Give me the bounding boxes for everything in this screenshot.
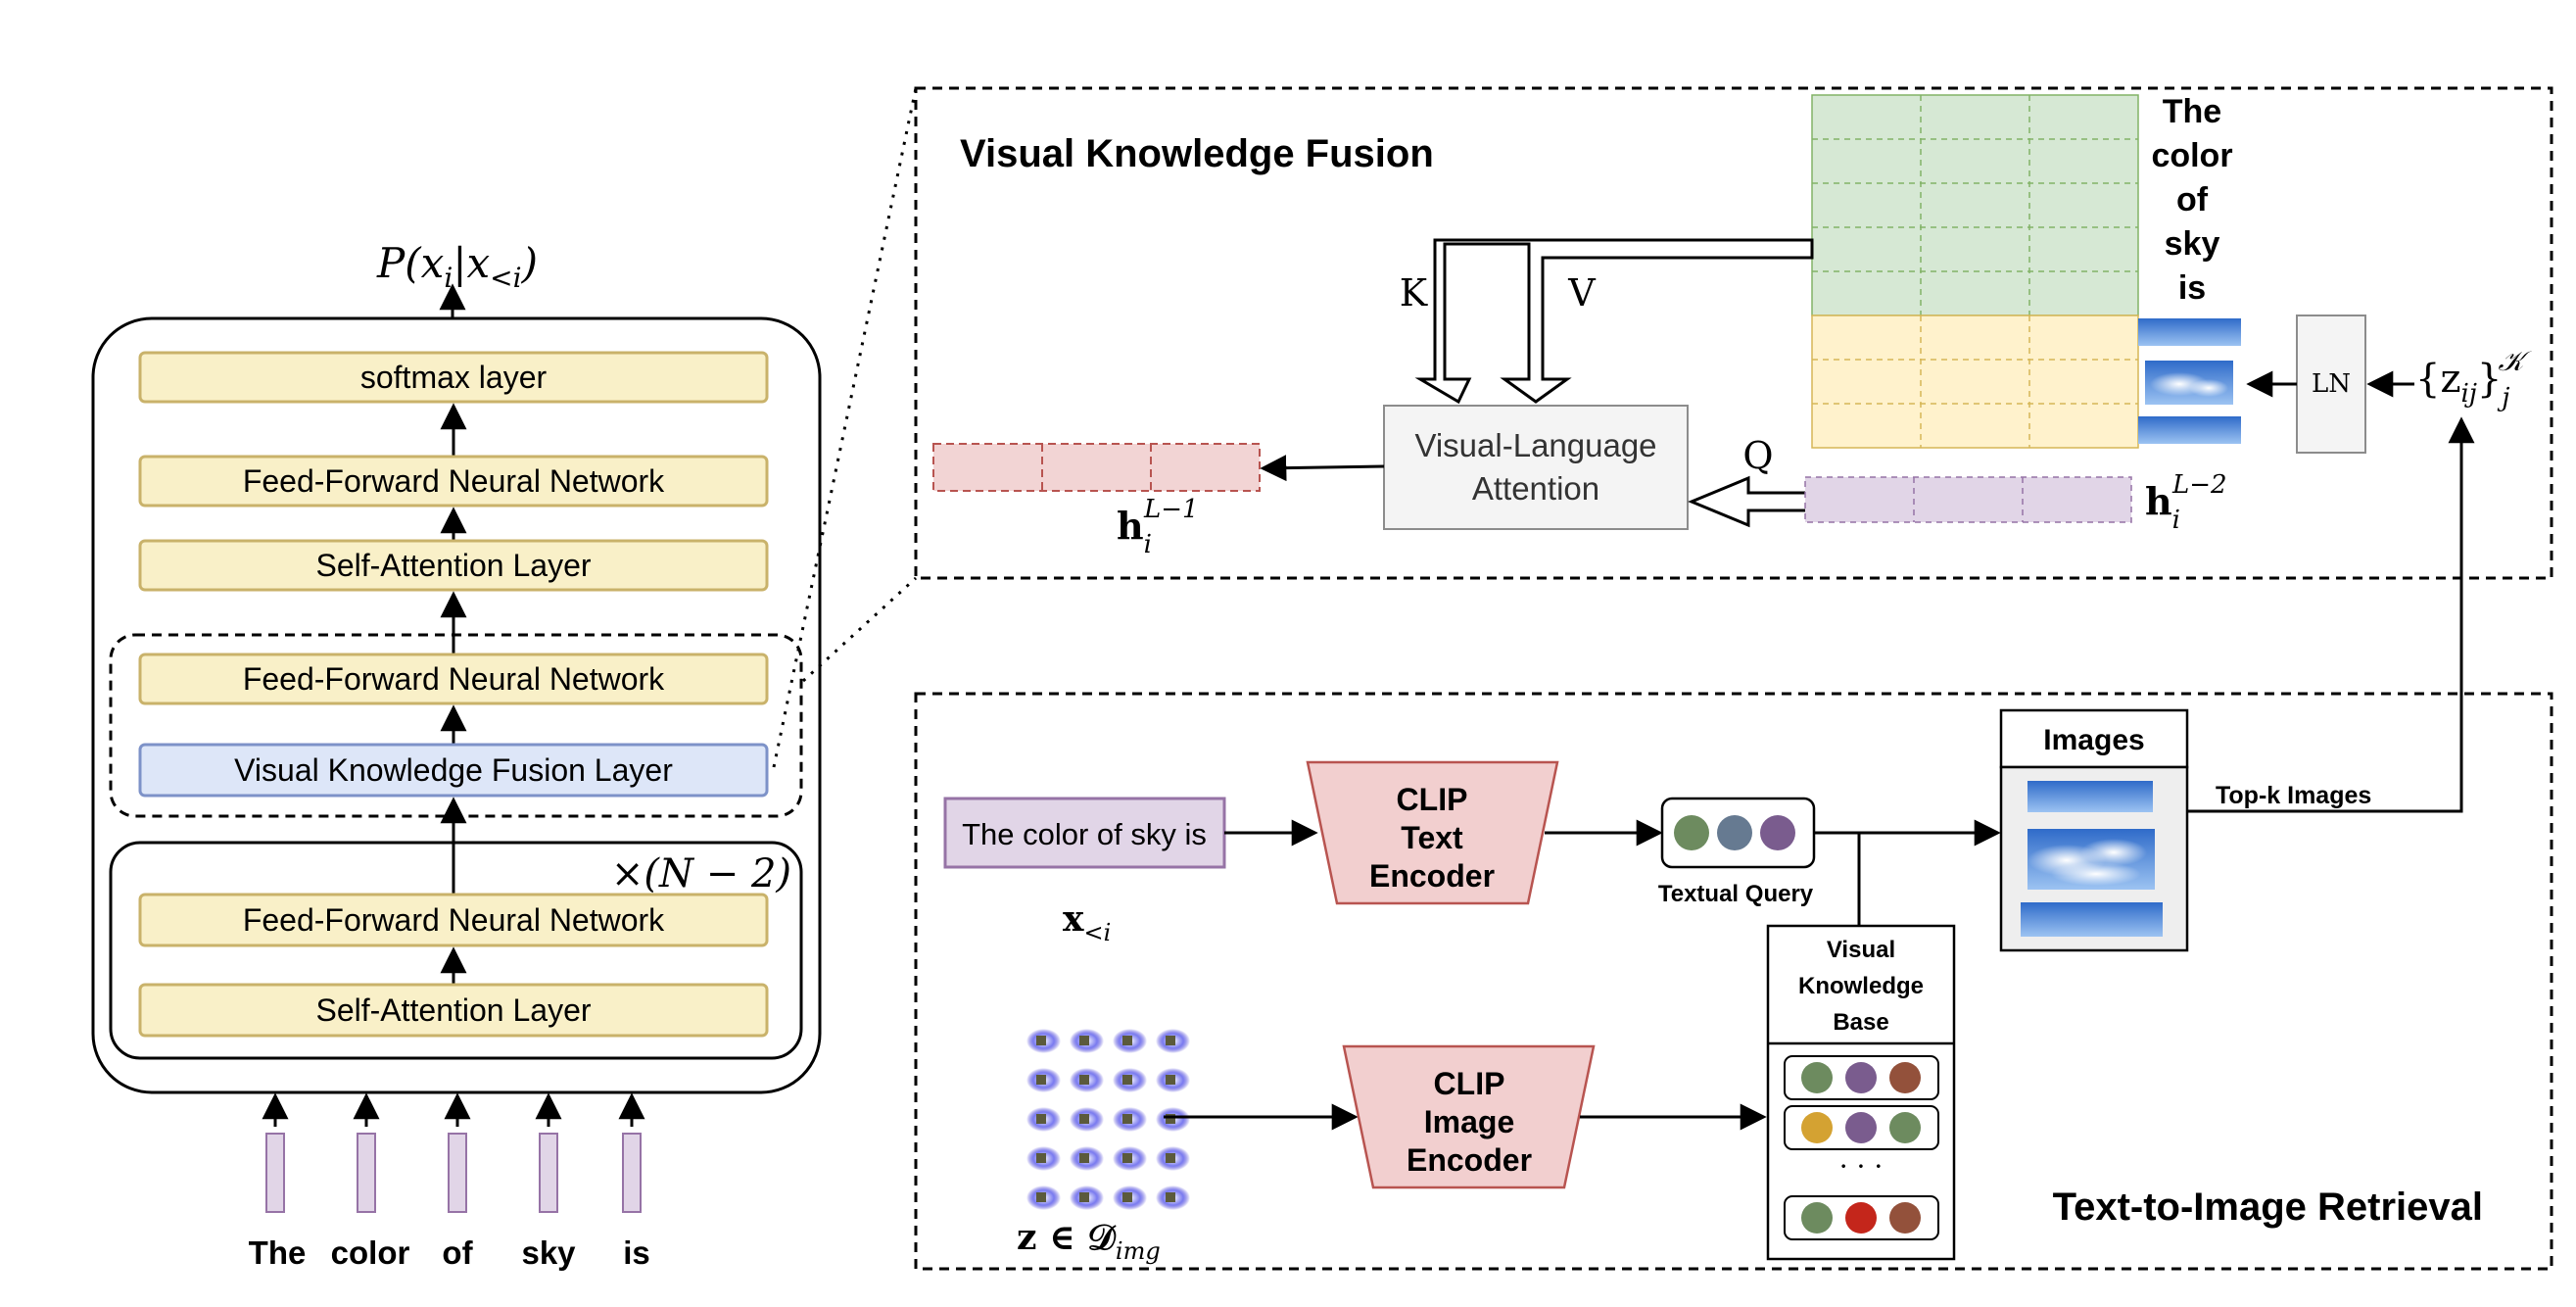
ffn-layer-top: Feed-Forward Neural Network bbox=[138, 455, 769, 508]
svg-text:softmax layer: softmax layer bbox=[360, 360, 548, 395]
clip-image-encoder: CLIP Image Encoder bbox=[1342, 1044, 1596, 1189]
svg-text:Encoder: Encoder bbox=[1407, 1142, 1532, 1178]
kb-entry bbox=[1784, 1055, 1939, 1100]
image-domain-label: z ∈ 𝒟img bbox=[1017, 1217, 1161, 1265]
svg-text:color: color bbox=[2151, 137, 2232, 174]
output-probability: P(xi|x<i) bbox=[376, 239, 538, 294]
visual-knowledge-fusion-layer: Visual Knowledge Fusion Layer bbox=[138, 743, 769, 798]
svg-text:CLIP: CLIP bbox=[1434, 1066, 1505, 1101]
query-label: Q bbox=[1742, 434, 1773, 477]
token-embedding: is bbox=[618, 1092, 650, 1271]
topk-label: Top-k Images bbox=[2216, 782, 2371, 809]
image-token-matrix bbox=[1811, 315, 2139, 449]
kb-entry bbox=[1784, 1195, 1939, 1240]
svg-text:sky: sky bbox=[2165, 225, 2220, 263]
visual-knowledge-fusion-panel: Visual Knowledge Fusion The color of sky… bbox=[914, 86, 2553, 580]
outer-model-box bbox=[91, 316, 822, 1094]
svg-text:Base: Base bbox=[1833, 1009, 1888, 1036]
svg-text:Images: Images bbox=[2043, 724, 2144, 756]
svg-text:Image: Image bbox=[1424, 1104, 1514, 1139]
self-attention-layer-bottom: Self-Attention Layer bbox=[138, 983, 769, 1038]
sky-image bbox=[2027, 829, 2155, 890]
zoom-connector bbox=[801, 576, 918, 683]
softmax-layer: softmax layer bbox=[138, 351, 769, 404]
textual-query-label: Textual Query bbox=[1658, 881, 1814, 907]
textual-query-vector bbox=[1660, 797, 1816, 869]
kb-entry bbox=[1784, 1105, 1939, 1150]
repeat-label: ×(N − 2) bbox=[611, 851, 791, 896]
key-value-arrows bbox=[1414, 238, 1814, 405]
svg-text:LN: LN bbox=[2312, 369, 2351, 399]
text-to-image-retrieval-panel: Text-to-Image Retrieval The color of sky… bbox=[914, 416, 2553, 1271]
svg-text:is: is bbox=[2178, 269, 2206, 307]
context-words: The color of sky is bbox=[2151, 93, 2232, 307]
token-embeddings: The color of sky is bbox=[249, 1092, 650, 1271]
svg-text:Visual Knowledge Fusion Layer: Visual Knowledge Fusion Layer bbox=[234, 752, 673, 788]
zoom-connector bbox=[772, 87, 918, 768]
svg-text:Encoder: Encoder bbox=[1369, 858, 1495, 894]
sky-image bbox=[2138, 416, 2241, 444]
sky-image bbox=[2138, 318, 2241, 346]
svg-text:Feed-Forward Neural Network: Feed-Forward Neural Network bbox=[243, 902, 665, 938]
kb-ellipsis: · · · bbox=[1839, 1150, 1884, 1183]
visual-language-attention: Visual-Language Attention bbox=[1383, 405, 1689, 530]
svg-text:Self-Attention Layer: Self-Attention Layer bbox=[315, 992, 591, 1028]
svg-text:Text: Text bbox=[1401, 820, 1463, 855]
svg-text:The color of sky is: The color of sky is bbox=[962, 817, 1207, 851]
token-embedding: sky bbox=[521, 1092, 576, 1271]
retrieved-sky-images bbox=[2138, 318, 2241, 444]
svg-text:Knowledge: Knowledge bbox=[1798, 973, 1924, 999]
svg-text:Feed-Forward Neural Network: Feed-Forward Neural Network bbox=[243, 661, 665, 697]
svg-text:Visual: Visual bbox=[1827, 937, 1895, 963]
image-feature-set: {zij}j𝒦 bbox=[2415, 345, 2532, 412]
hidden-state-input-label: hiL−2 bbox=[2145, 470, 2227, 535]
repeat-block bbox=[109, 841, 803, 1060]
retrieved-images-panel: Images bbox=[1999, 708, 2189, 952]
svg-text:Visual-Language: Visual-Language bbox=[1414, 427, 1656, 463]
query-arrow bbox=[1688, 475, 1809, 528]
layer-norm-box: LN bbox=[2296, 315, 2366, 454]
transformer-stack: P(xi|x<i) softmax layer Feed-Forward Neu… bbox=[91, 87, 918, 1271]
hidden-state-input bbox=[1804, 476, 2132, 523]
self-attention-layer-top: Self-Attention Layer bbox=[138, 539, 769, 592]
hidden-state-output bbox=[932, 443, 1261, 492]
topk-flow-arrow bbox=[2187, 416, 2475, 813]
svg-text:Self-Attention Layer: Self-Attention Layer bbox=[315, 548, 591, 583]
key-value-matrix bbox=[1811, 94, 2139, 316]
token-embedding: color bbox=[331, 1092, 410, 1271]
retrieval-title: Text-to-Image Retrieval bbox=[2053, 1186, 2483, 1229]
svg-text:The: The bbox=[249, 1234, 307, 1271]
svg-text:The: The bbox=[2163, 93, 2221, 130]
visual-knowledge-base: Visual Knowledge Base · · · bbox=[1766, 924, 1956, 1261]
svg-text:Feed-Forward Neural Network: Feed-Forward Neural Network bbox=[243, 463, 665, 499]
query-variable: x<i bbox=[1063, 898, 1111, 946]
svg-text:of: of bbox=[2176, 181, 2209, 218]
svg-text:color: color bbox=[331, 1234, 410, 1271]
token-embedding: of bbox=[442, 1092, 474, 1271]
sky-image bbox=[2145, 361, 2233, 405]
clip-text-encoder: CLIP Text Encoder bbox=[1306, 760, 1559, 905]
svg-text:of: of bbox=[442, 1234, 473, 1271]
hidden-state-output-label: hiL−1 bbox=[1117, 495, 1199, 559]
sky-image bbox=[2027, 781, 2153, 812]
sky-image bbox=[2021, 902, 2163, 937]
token-embedding: The bbox=[249, 1092, 307, 1271]
svg-text:sky: sky bbox=[521, 1234, 576, 1271]
ffn-layer-mid: Feed-Forward Neural Network bbox=[138, 653, 769, 705]
svg-text:Attention: Attention bbox=[1472, 470, 1599, 507]
ffn-layer-bottom: Feed-Forward Neural Network bbox=[138, 893, 769, 947]
svg-text:is: is bbox=[623, 1234, 650, 1271]
key-label: K bbox=[1400, 271, 1428, 315]
image-dataset-grid bbox=[1026, 1029, 1190, 1210]
value-label: V bbox=[1567, 271, 1596, 315]
query-text-box: The color of sky is bbox=[943, 797, 1226, 869]
fusion-title: Visual Knowledge Fusion bbox=[960, 132, 1434, 175]
svg-text:CLIP: CLIP bbox=[1397, 782, 1468, 817]
